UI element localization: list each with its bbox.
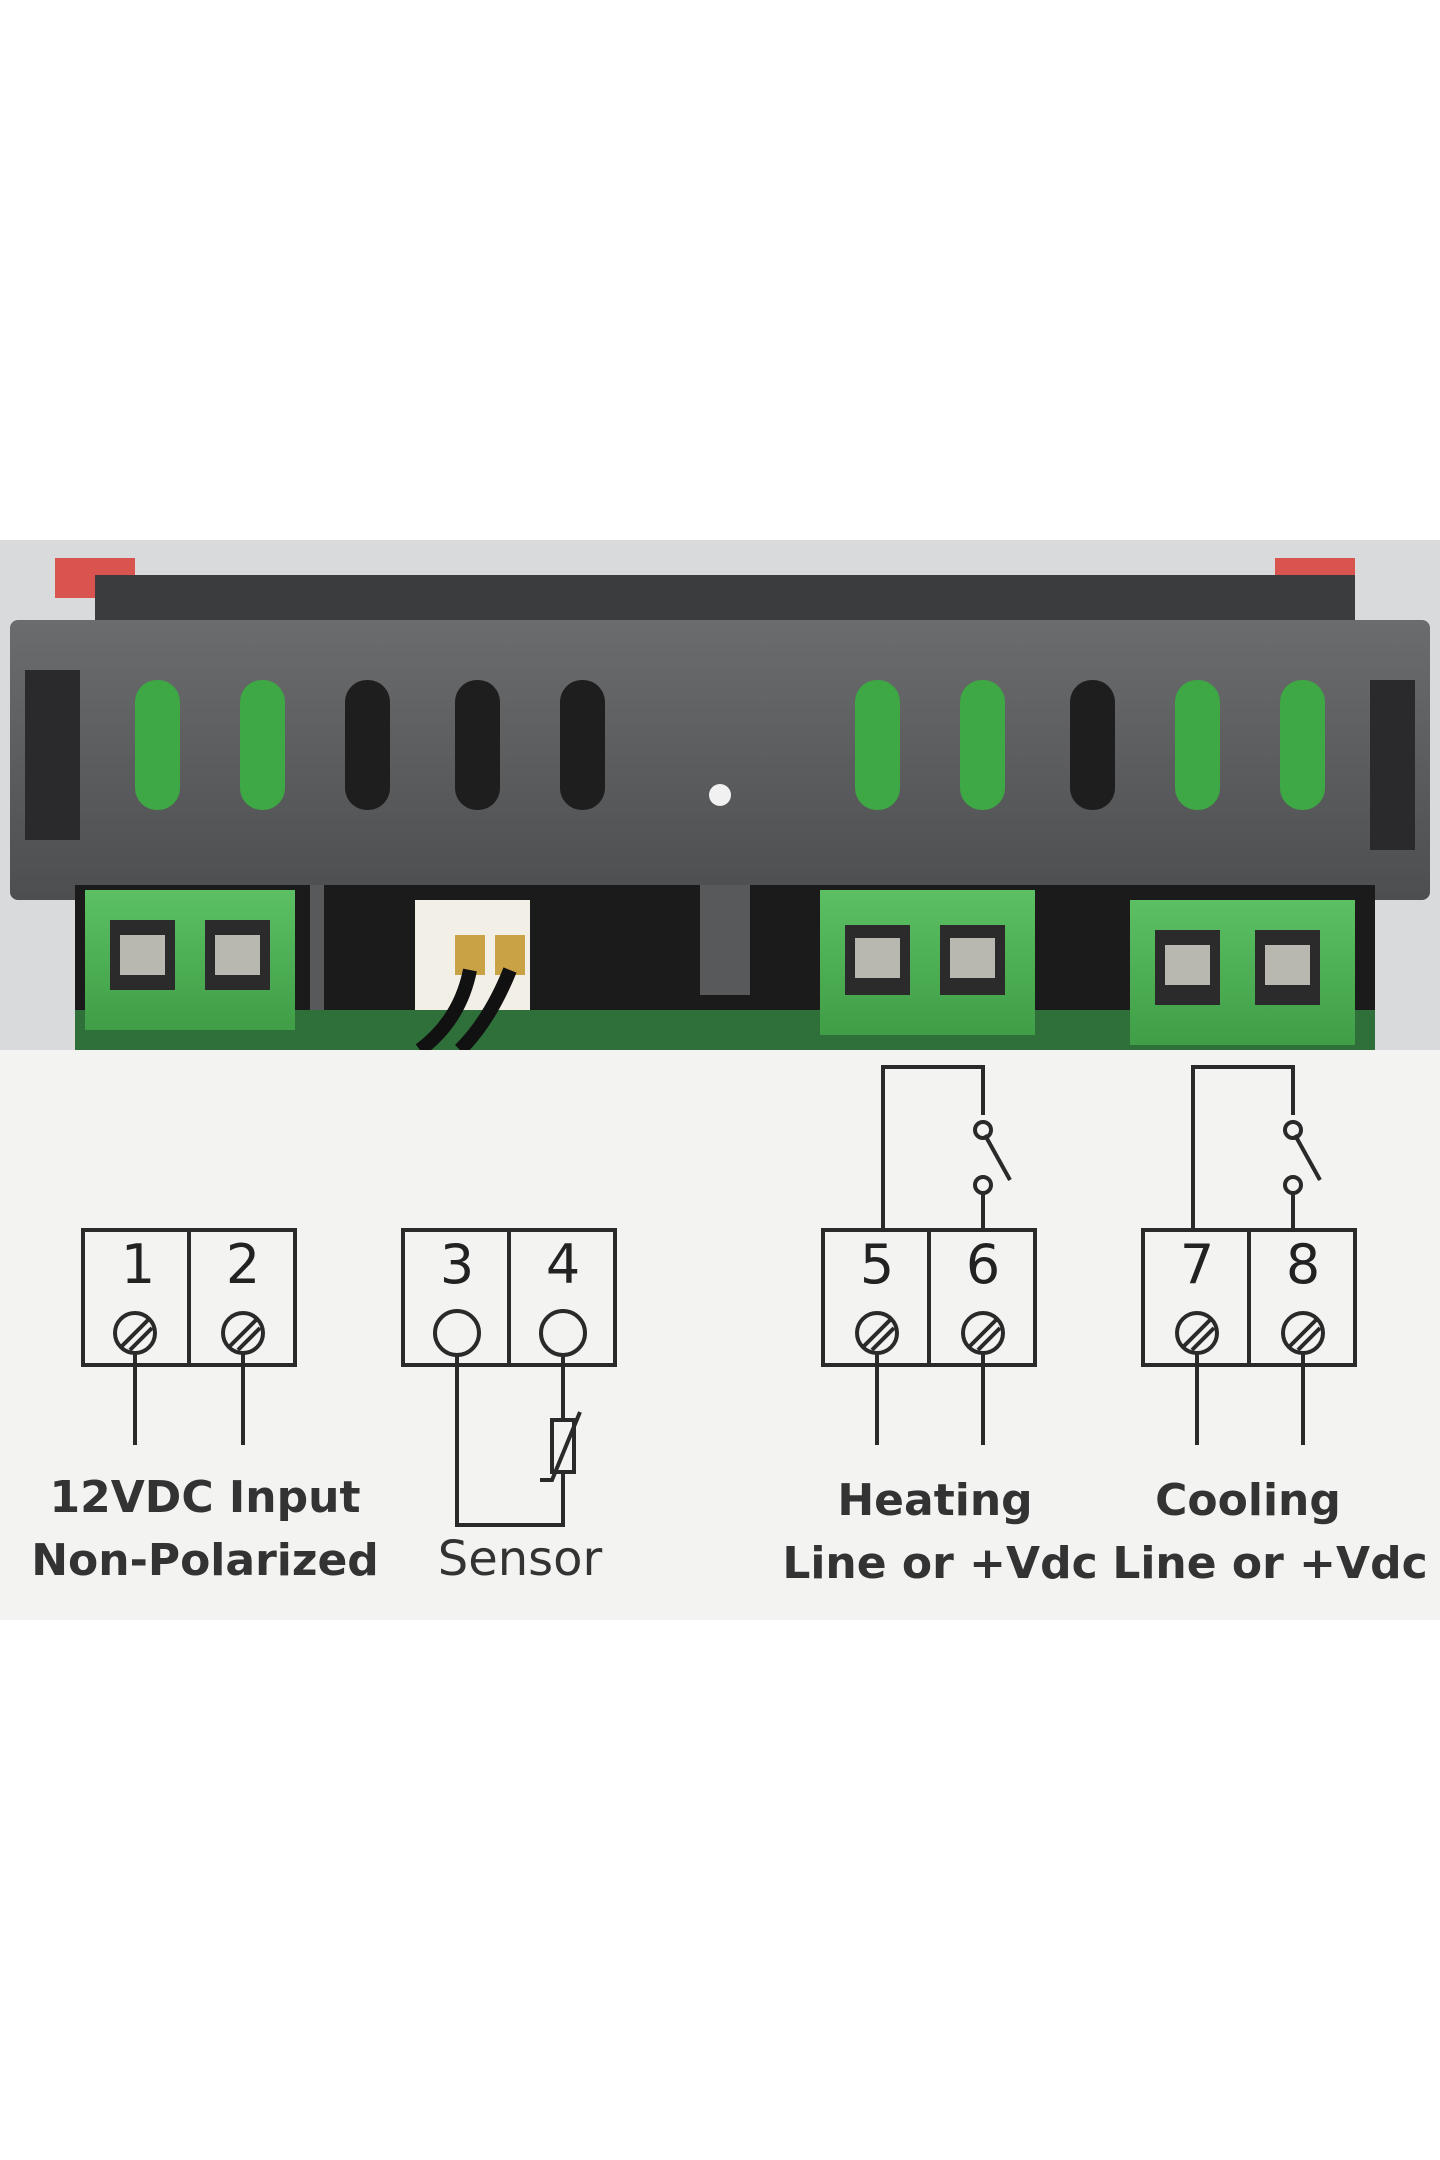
terminal-number: 2: [226, 1233, 260, 1296]
open-terminal-icon: [433, 1309, 481, 1357]
screw-icon: [1281, 1311, 1325, 1355]
slot: [1280, 680, 1325, 810]
power-label-line2: Non-Polarized: [31, 1535, 379, 1586]
slot: [960, 680, 1005, 810]
side-vent-left: [25, 670, 80, 840]
sensor-loop-wire: [455, 1355, 565, 1527]
screw-icon: [961, 1311, 1005, 1355]
terminal-group-power: 1 2: [81, 1228, 297, 1445]
wiring-diagram-graphic: 1 2 3 4: [31, 1065, 1428, 1589]
slot: [455, 680, 500, 810]
relay-switch-icon: [881, 1065, 1012, 1230]
sensor-label: Sensor: [438, 1531, 603, 1587]
terminal-number: 1: [121, 1233, 155, 1296]
screw-icon: [855, 1311, 899, 1355]
housing-rib: [310, 885, 324, 1050]
screw-icon: [1175, 1311, 1219, 1355]
terminal-number: 4: [546, 1233, 580, 1296]
heating-label-line2: Line or +Vdc: [782, 1538, 1097, 1589]
sensor-connector: [415, 900, 530, 1056]
relay-switch-icon: [1191, 1065, 1322, 1230]
controller-photo: [0, 540, 1440, 1056]
slot: [240, 680, 285, 810]
cooling-label-line1: Cooling: [1155, 1475, 1341, 1526]
screw-icon: [113, 1311, 157, 1355]
terminal-block-cooling: [1130, 900, 1355, 1045]
terminal-group-heating: 5 6: [821, 1065, 1037, 1445]
terminal-number: 3: [440, 1233, 474, 1296]
slot: [560, 680, 605, 810]
terminal-number: 7: [1180, 1233, 1214, 1296]
side-vent-right: [1370, 680, 1415, 850]
controller-photo-graphic: [0, 540, 1440, 1056]
terminal-block-power: [85, 890, 295, 1030]
slot: [345, 680, 390, 810]
terminal-block-heating: [820, 890, 1035, 1035]
wiring-diagram: 1 2 3 4: [0, 1050, 1440, 1620]
thermistor-icon: [540, 1411, 582, 1482]
screw-icon: [221, 1311, 265, 1355]
cooling-label-line2: Line or +Vdc: [1112, 1538, 1427, 1589]
slot: [1070, 680, 1115, 810]
heating-label-line1: Heating: [837, 1475, 1032, 1526]
slot: [1175, 680, 1220, 810]
terminal-number: 8: [1286, 1233, 1320, 1296]
housing-rib: [700, 885, 750, 995]
terminal-group-sensor: 3 4: [401, 1228, 617, 1527]
slot: [855, 680, 900, 810]
led-indicator: [709, 784, 731, 806]
terminal-number: 6: [966, 1233, 1000, 1296]
power-label-line1: 12VDC Input: [50, 1472, 361, 1523]
slot: [135, 680, 180, 810]
ventilation-slots: [135, 680, 1325, 810]
open-terminal-icon: [539, 1309, 587, 1357]
terminal-group-cooling: 7 8: [1141, 1065, 1357, 1445]
terminal-number: 5: [860, 1233, 894, 1296]
